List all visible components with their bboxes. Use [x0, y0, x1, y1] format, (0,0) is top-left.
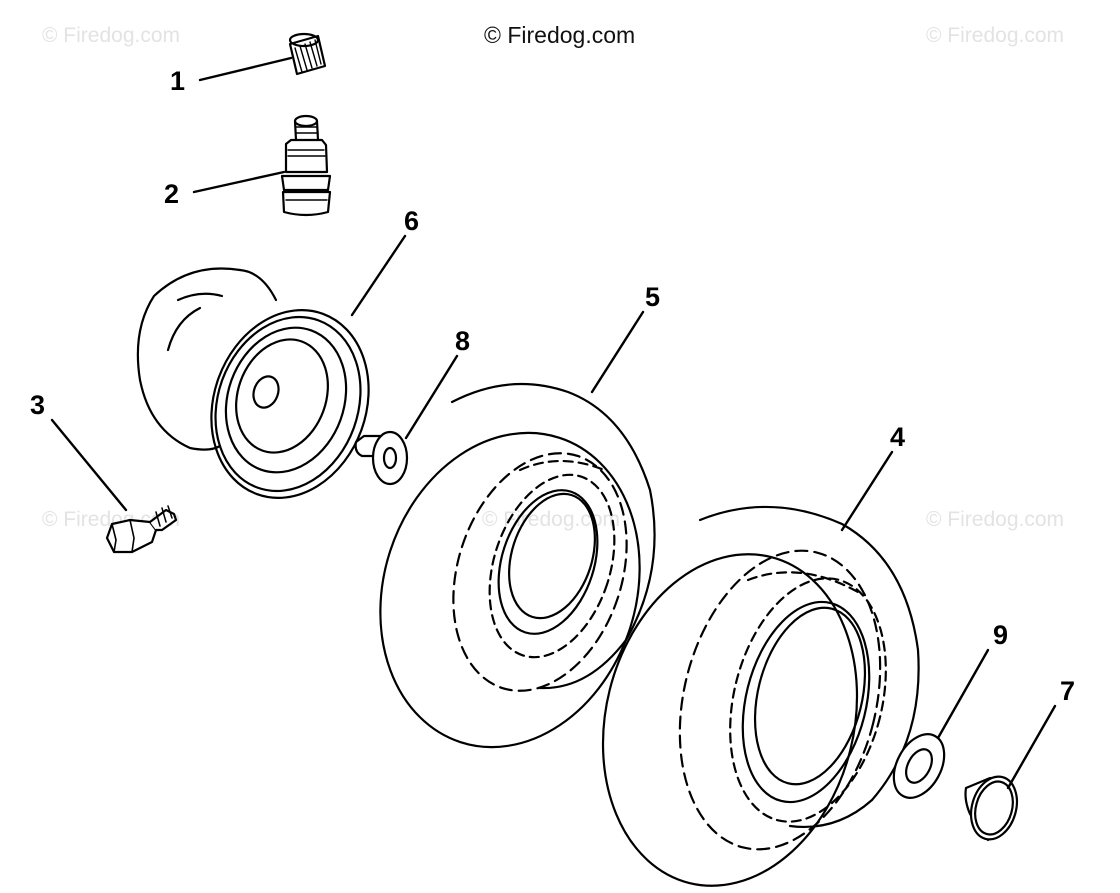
- callout-7: 7: [1060, 676, 1075, 706]
- tire-rear: [601, 505, 920, 887]
- watermark-faint: © Firedog.com: [482, 508, 621, 531]
- watermark-main: © Firedog.com: [484, 22, 636, 48]
- hub-cap: [964, 775, 1019, 842]
- washer: [892, 733, 946, 799]
- tire-front: [379, 382, 656, 749]
- callout-1: 1: [170, 66, 185, 96]
- watermark-faint: © Firedog.com: [926, 24, 1065, 47]
- valve-cap: [288, 32, 327, 76]
- wheel-rim: [136, 267, 370, 499]
- leader-line-8: [404, 354, 459, 440]
- leader-line-2: [192, 170, 286, 194]
- leader-line-5: [590, 310, 645, 394]
- leader-lines: [50, 56, 1057, 790]
- leader-line-6: [350, 234, 407, 317]
- leader-line-3: [50, 418, 128, 512]
- leader-line-7: [1006, 704, 1057, 790]
- leader-line-4: [840, 450, 894, 532]
- grease-fitting: [105, 505, 178, 554]
- callout-2: 2: [164, 179, 179, 209]
- valve-stem: [280, 114, 332, 217]
- watermark-faint: © Firedog.com: [926, 508, 1065, 531]
- callout-3: 3: [30, 390, 45, 420]
- callout-6: 6: [404, 206, 419, 236]
- callout-9: 9: [993, 620, 1008, 650]
- callout-5: 5: [645, 282, 660, 312]
- bushing: [354, 430, 409, 486]
- leader-line-1: [198, 56, 293, 82]
- callout-8: 8: [455, 326, 470, 356]
- callout-4: 4: [890, 422, 905, 452]
- watermark-faint: © Firedog.com: [42, 24, 181, 47]
- leader-line-9: [936, 648, 990, 740]
